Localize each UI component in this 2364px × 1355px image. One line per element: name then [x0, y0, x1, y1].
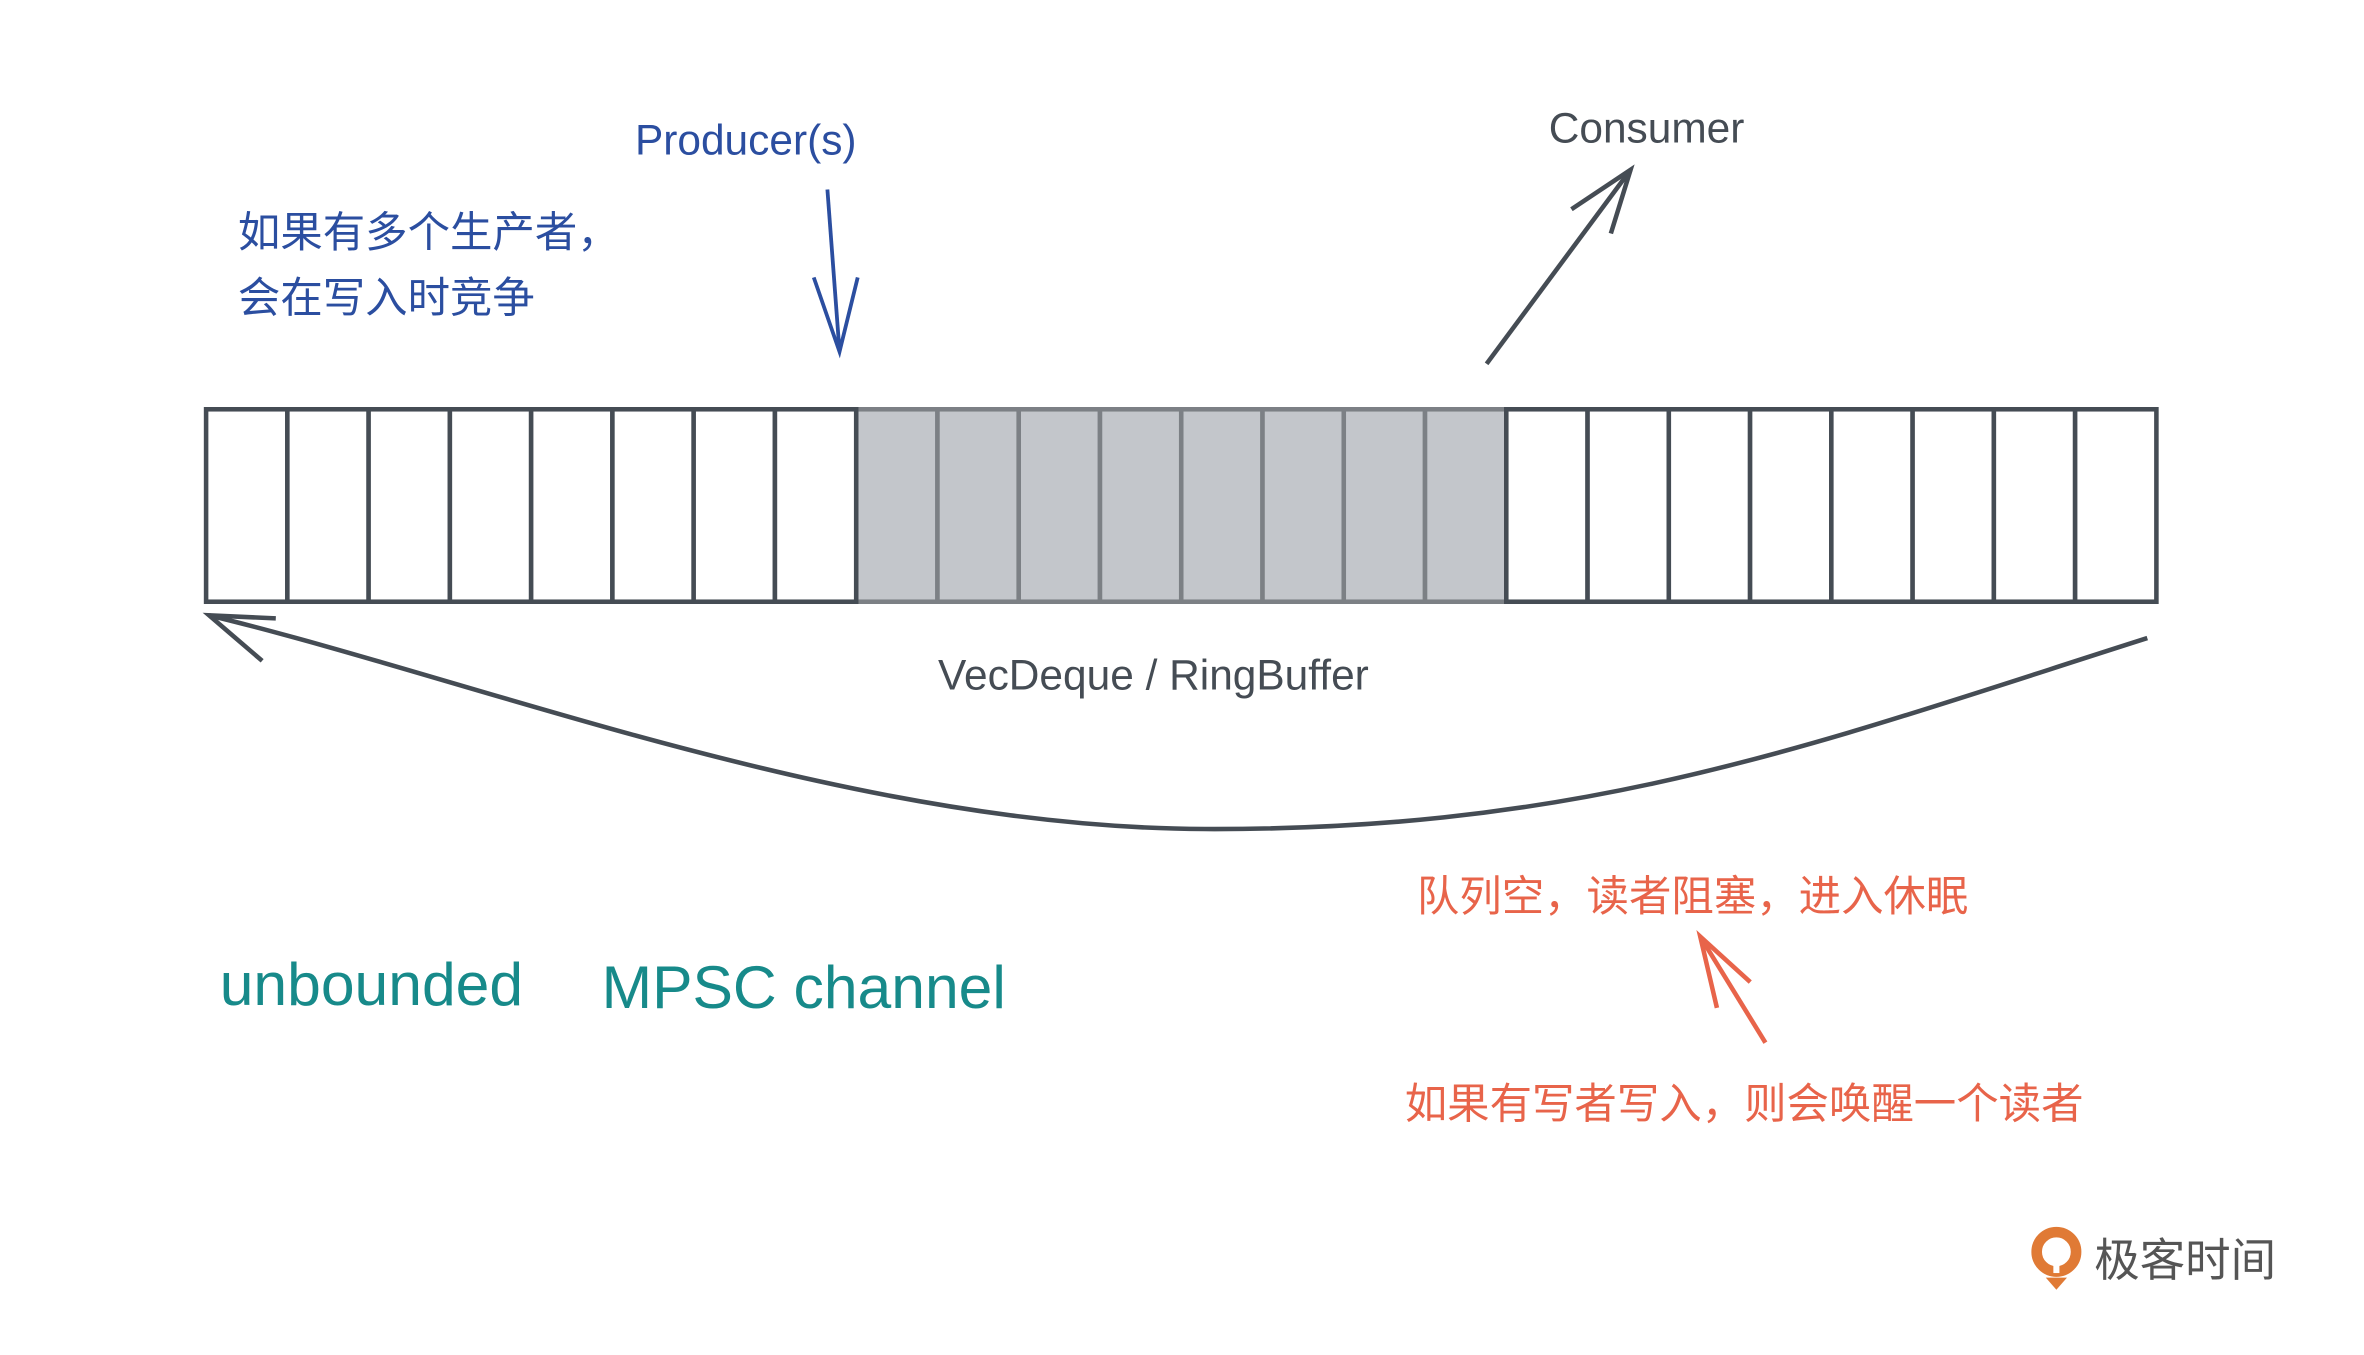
buffer-cell-empty: [1829, 407, 1915, 605]
buffer-cell-empty: [1747, 407, 1834, 605]
wrap-around-arrow: [202, 612, 2148, 832]
buffer-cell-empty: [528, 407, 615, 605]
consumer-label: Consumer: [1549, 105, 1745, 152]
buffer-cell-filled: [1178, 407, 1265, 605]
reader-blocked-note: 队列空，读者阻塞，进入休眠: [1417, 873, 1968, 922]
buffer-cell-empty: [285, 407, 371, 605]
buffer-cell-empty: [447, 407, 534, 605]
producer-arrow: [811, 189, 860, 359]
producer-note-line1: 如果有多个生产者，: [238, 209, 620, 258]
buffer-cell-filled: [1341, 407, 1428, 605]
buffer-cell-empty: [1910, 407, 1997, 605]
geektime-logo-text: 极客时间: [2094, 1234, 2276, 1287]
buffer-cell-empty: [203, 407, 290, 605]
buffer-cell-filled: [1260, 407, 1347, 605]
buffer-cell-empty: [1585, 407, 1672, 605]
writer-wake-note: 如果有写者写入，则会唤醒一个读者: [1405, 1080, 2084, 1129]
buffer-cell-empty: [1991, 407, 2078, 605]
buffer-cell-empty: [1504, 407, 1590, 605]
buffer-cell-empty: [610, 407, 696, 605]
buffer-cell-empty: [366, 407, 453, 605]
buffer-cell-filled: [1016, 407, 1103, 605]
geektime-logo: 极客时间: [2031, 1226, 2276, 1290]
geektime-logo-icon: [2031, 1226, 2082, 1290]
buffer-name-label: VecDeque / RingBuffer: [938, 652, 1369, 699]
channel-title-unbounded: unbounded: [220, 950, 523, 1018]
wake-reader-arrow: [1696, 930, 1768, 1044]
ring-buffer: [203, 407, 2159, 605]
buffer-cell-filled: [853, 407, 940, 605]
channel-title-mpsc: MPSC channel: [602, 953, 1006, 1021]
buffer-cell-empty: [1666, 407, 1753, 605]
buffer-cell-empty: [2072, 407, 2159, 605]
producer-note-line2: 会在写入时竞争: [238, 274, 535, 323]
buffer-cell-empty: [772, 407, 859, 605]
producer-label: Producer(s): [635, 117, 857, 164]
buffer-cell-filled: [935, 407, 1021, 605]
buffer-cell-filled: [1422, 407, 1509, 605]
buffer-cell-filled: [1097, 407, 1184, 605]
buffer-cell-empty: [691, 407, 778, 605]
consumer-arrow: [1484, 164, 1635, 366]
